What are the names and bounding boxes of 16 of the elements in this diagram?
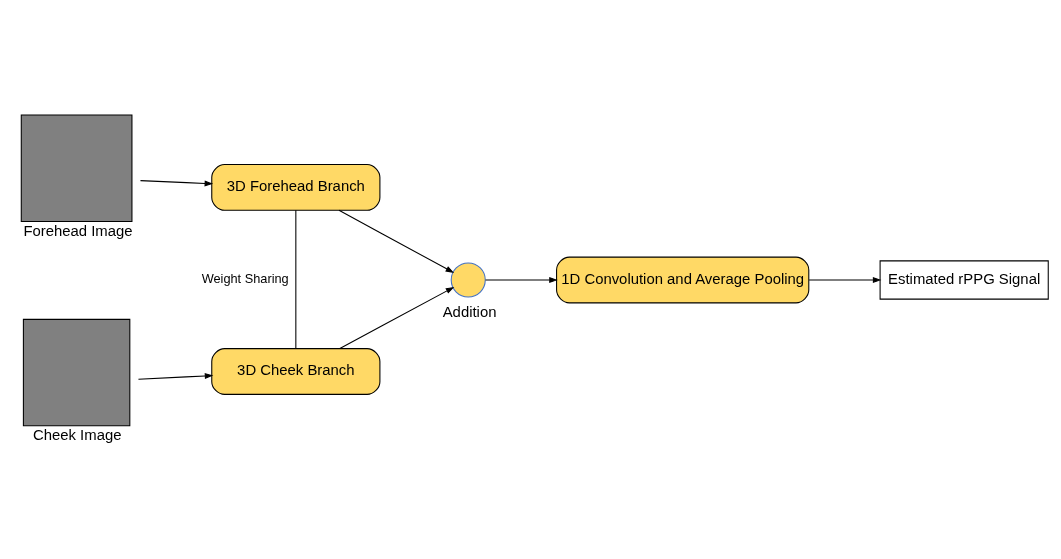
node-box: 3D Forehead Branch bbox=[211, 163, 381, 211]
node-circle bbox=[450, 261, 486, 298]
node-box: 1D Convolution and Average Pooling bbox=[556, 256, 810, 303]
node-box: 3D Cheek Branch bbox=[211, 347, 381, 395]
connector bbox=[295, 209, 297, 349]
arrow bbox=[808, 276, 882, 283]
node-label: Cheek Image bbox=[32, 426, 122, 443]
arrow bbox=[137, 372, 214, 380]
node-box: Estimated rPPG Signal bbox=[879, 259, 1049, 300]
edge-label: Weight Sharing bbox=[201, 270, 289, 286]
node-label: Addition bbox=[442, 303, 497, 320]
arrow bbox=[485, 276, 558, 283]
arrow bbox=[339, 286, 455, 349]
arrow bbox=[338, 209, 455, 273]
node-label: Forehead Image bbox=[23, 222, 133, 239]
arrow bbox=[139, 179, 214, 186]
